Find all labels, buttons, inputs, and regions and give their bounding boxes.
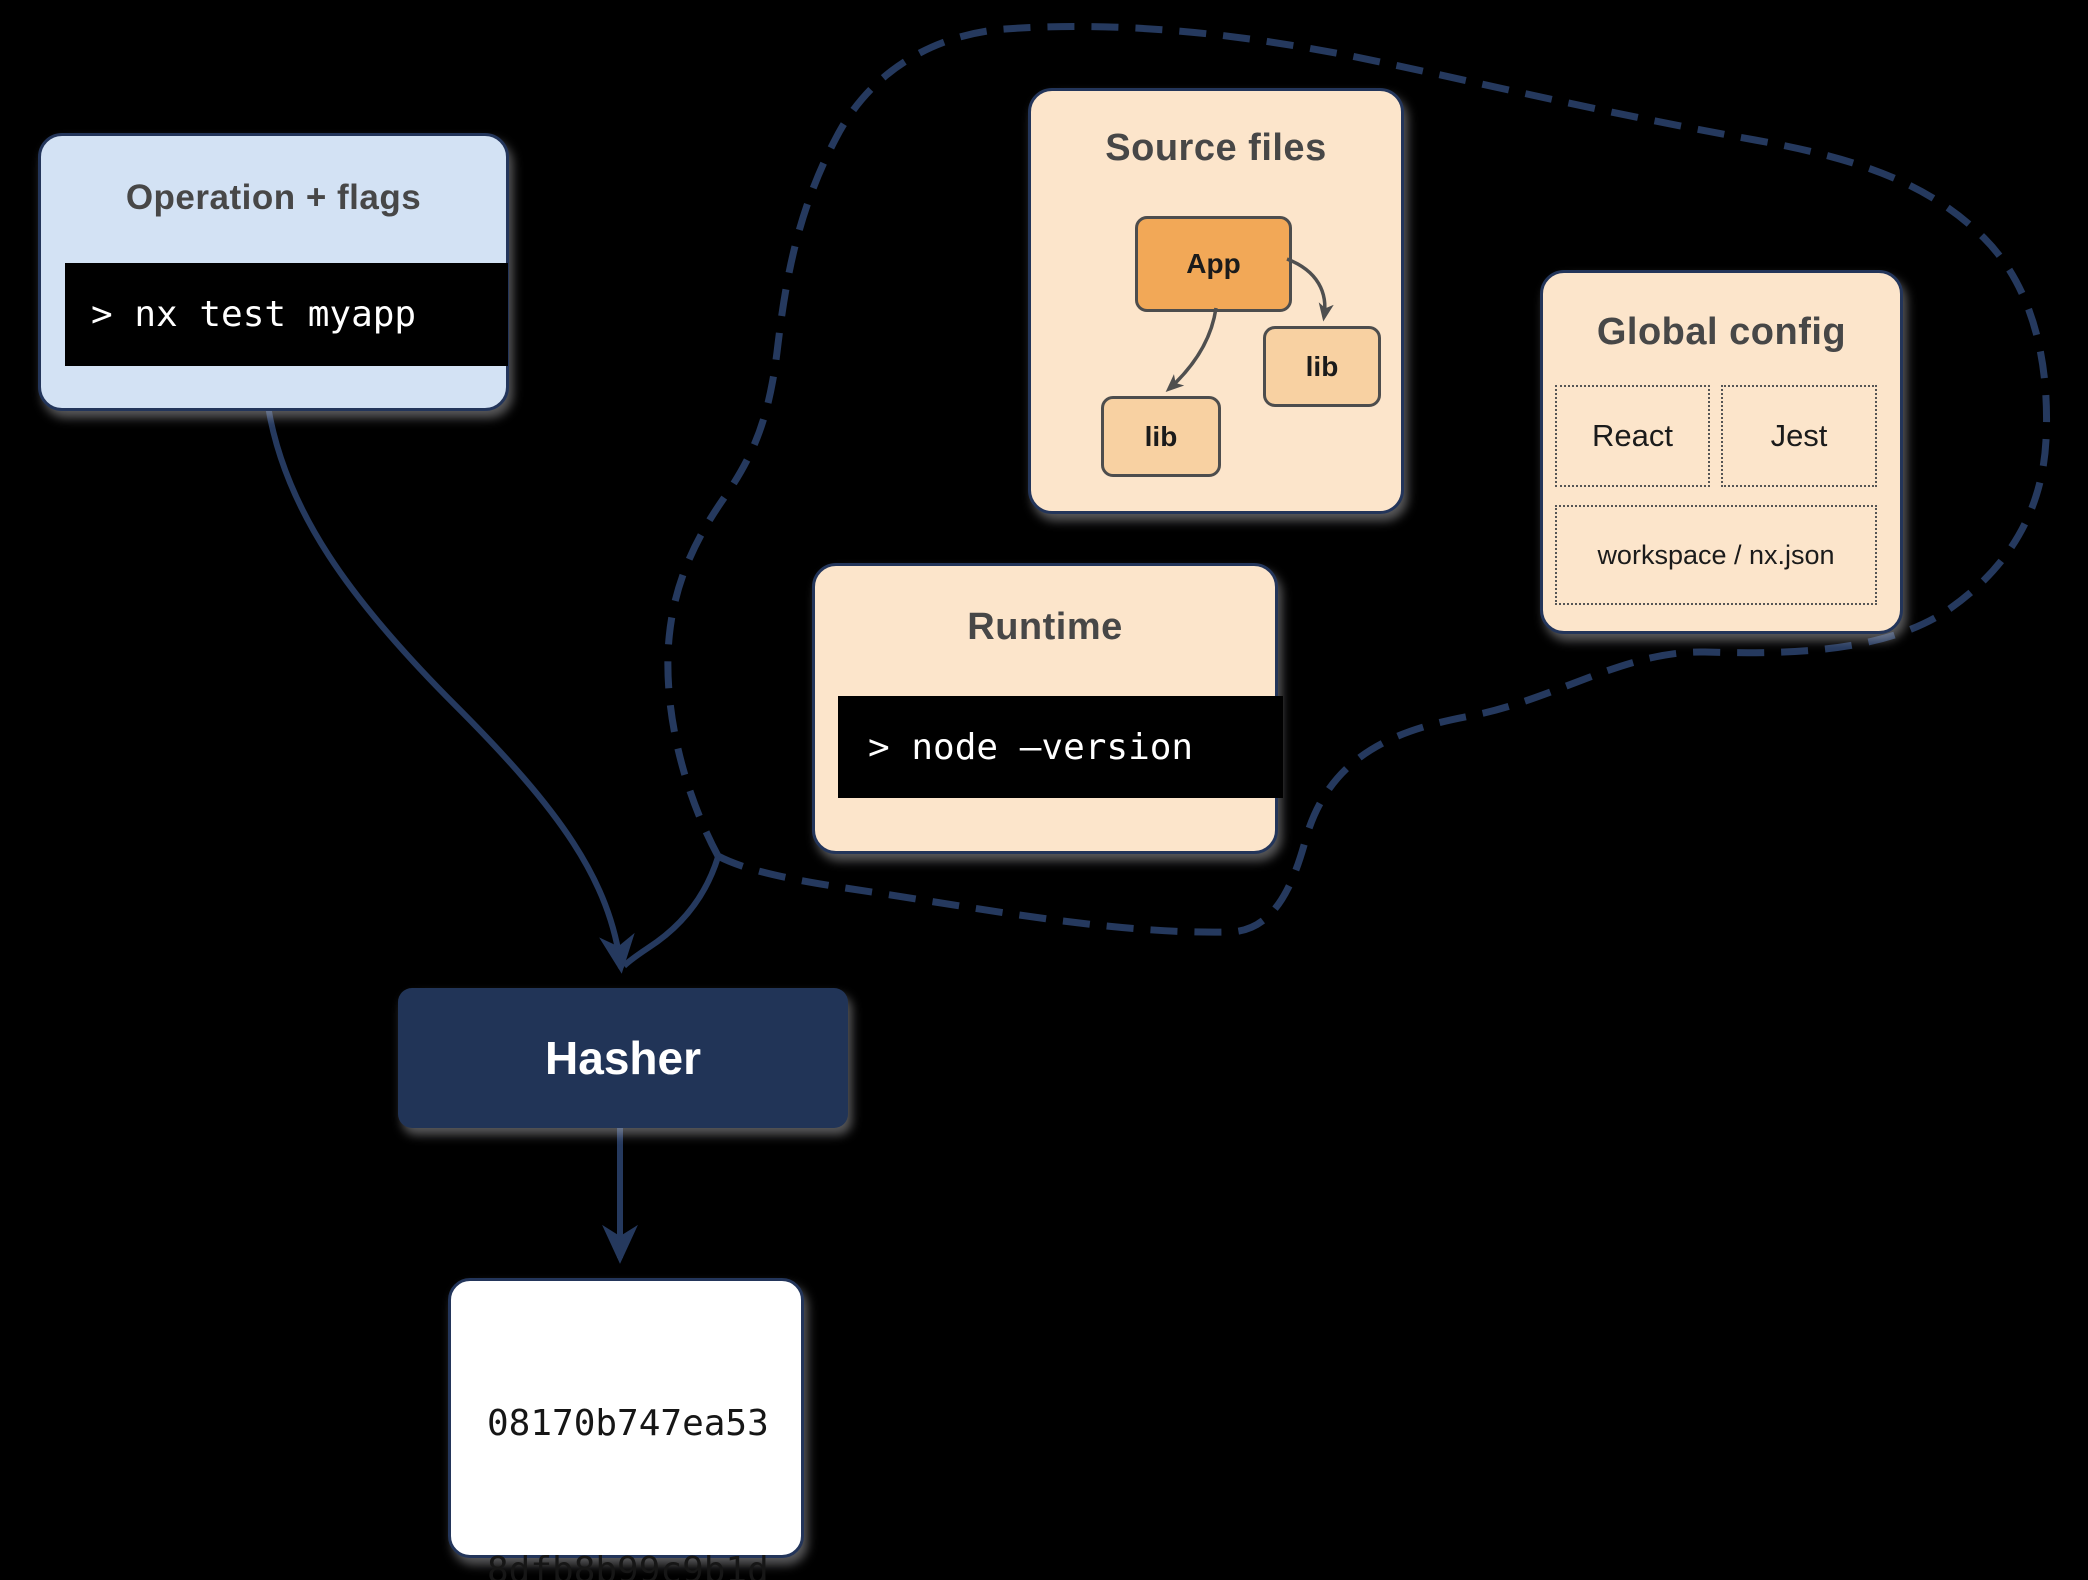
edge-app-to-lib-left <box>1165 307 1218 393</box>
global-config-title: Global config <box>1596 311 1847 353</box>
operation-command: > nx test myapp <box>91 294 417 335</box>
config-item-label: Jest <box>1770 418 1828 453</box>
source-files-title: Source files <box>1105 127 1327 169</box>
edge-operation-to-hasher <box>265 405 635 974</box>
project-node-app: App <box>1135 216 1292 312</box>
operation-flags-box: Operation + flags > nx test myapp <box>38 133 509 411</box>
hasher-box: Hasher <box>398 988 848 1128</box>
source-files-box: Source files App lib lib <box>1028 88 1404 514</box>
config-item-label: React <box>1592 418 1673 453</box>
edge-cloud-to-hasher <box>621 856 721 969</box>
hash-output-text: 08170b747ea53 8dfb8b99c9b1d ae8677e8f8bd… <box>487 1301 769 1580</box>
hash-line: 8dfb8b99c9b1d <box>487 1550 769 1580</box>
hasher-label: Hasher <box>545 1032 701 1084</box>
inputs-cloud-outline <box>664 22 2051 936</box>
config-item-workspace-nxjson: workspace / nx.json <box>1555 505 1877 605</box>
runtime-box: Runtime > node –version <box>812 563 1283 854</box>
project-node-lib-left: lib <box>1101 396 1221 477</box>
config-item-react: React <box>1555 385 1710 487</box>
hash-output-box: 08170b747ea53 8dfb8b99c9b1d ae8677e8f8bd… <box>448 1278 804 1580</box>
runtime-command: > node –version <box>868 726 1194 768</box>
config-item-label: workspace / nx.json <box>1597 539 1835 570</box>
config-item-jest: Jest <box>1721 385 1877 487</box>
global-config-box: Global config React Jest workspace / nx.… <box>1540 270 1903 634</box>
project-node-label: lib <box>1305 350 1339 382</box>
runtime-title: Runtime <box>967 606 1123 648</box>
edge-app-to-lib-right <box>1286 257 1334 322</box>
project-node-label: App <box>1186 248 1241 279</box>
operation-terminal: > nx test myapp <box>65 263 508 366</box>
hash-line: 08170b747ea53 <box>487 1403 769 1444</box>
project-node-label: lib <box>1144 420 1178 452</box>
operation-flags-title: Operation + flags <box>125 178 422 217</box>
project-node-lib-right: lib <box>1263 326 1381 407</box>
runtime-terminal: > node –version <box>838 696 1283 798</box>
